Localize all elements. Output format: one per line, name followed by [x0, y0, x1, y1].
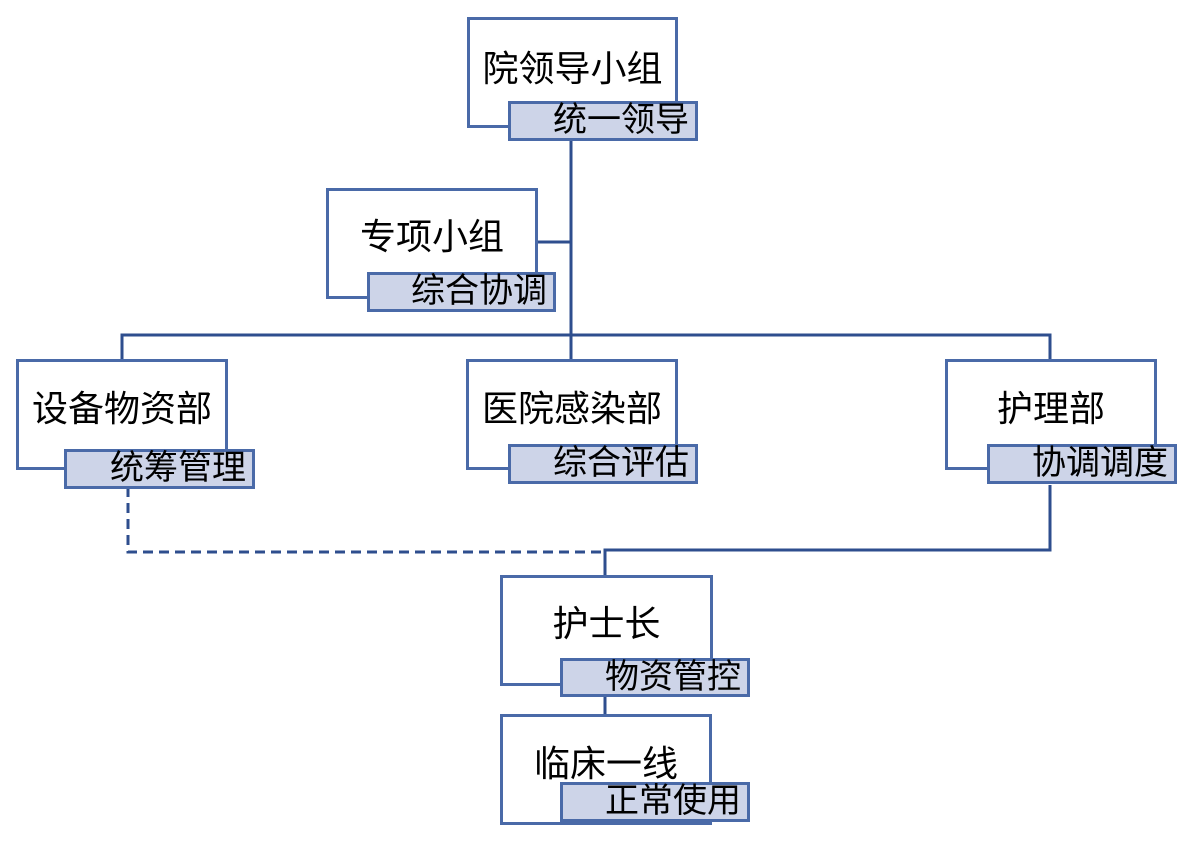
node-infection-title: 医院感染部	[481, 389, 662, 430]
node-infection-tag: 综合评估	[508, 444, 698, 484]
node-headnurse-title: 护士长	[552, 604, 661, 645]
node-nursing-title: 护理部	[996, 389, 1105, 430]
node-frontline-title: 临床一线	[533, 744, 678, 785]
node-special-title: 专项小组	[359, 217, 504, 258]
node-frontline-tag: 正常使用	[560, 782, 750, 822]
connector-equipment-headnurse	[126, 487, 605, 554]
connector-nursing-headnurse	[603, 485, 1052, 575]
connector-branch-bar	[120, 333, 1052, 359]
node-leadership-title: 院领导小组	[482, 49, 663, 90]
connector-leadership-special	[537, 139, 573, 244]
node-equipment-tag: 统筹管理	[64, 449, 255, 489]
node-leadership-tag: 统一领导	[508, 101, 698, 141]
node-nursing-tag: 协调调度	[987, 444, 1177, 484]
node-equipment-title: 设备物资部	[31, 389, 212, 430]
node-headnurse-tag: 物资管控	[560, 658, 750, 697]
node-special-tag: 综合协调	[367, 272, 556, 312]
